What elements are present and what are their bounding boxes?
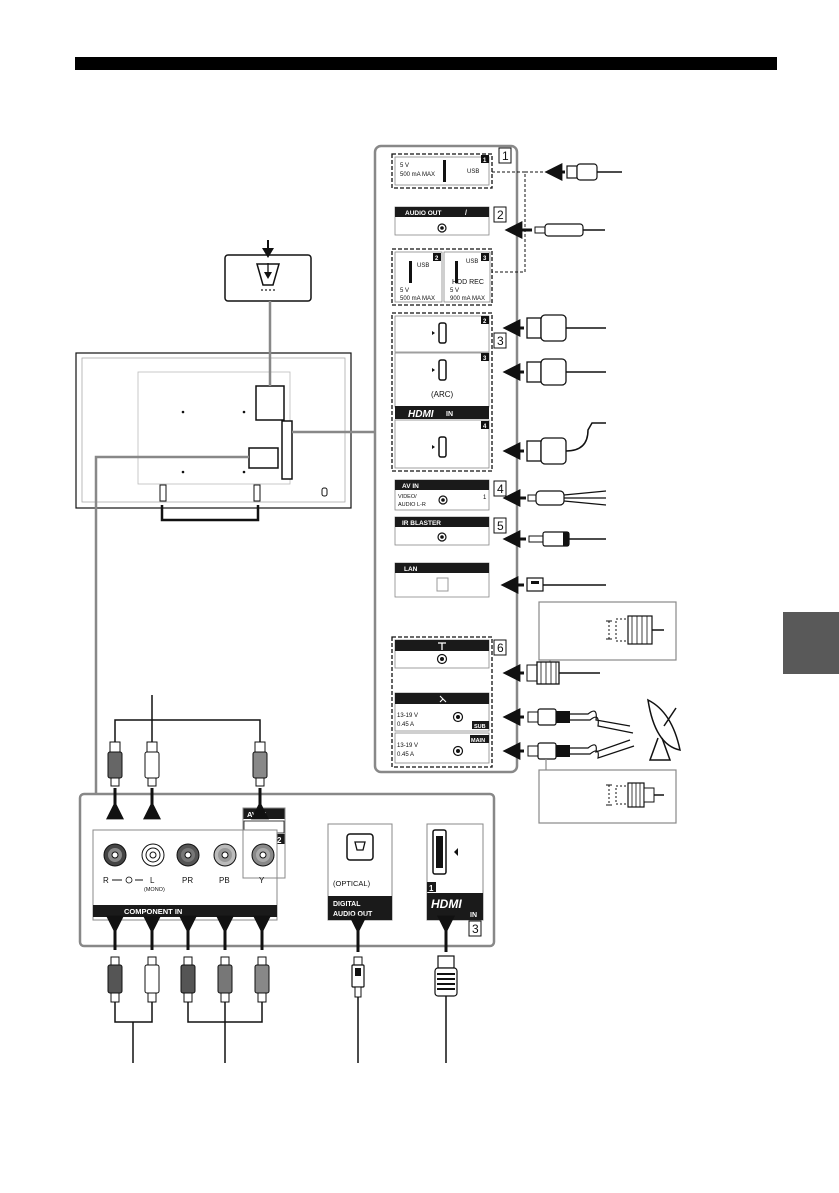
satellite-main-port[interactable]: MAIN 13-19 V 0.45 A: [395, 733, 489, 763]
sat-sub-spec1: 13-19 V: [397, 713, 418, 719]
av-in-1-port[interactable]: AV IN VIDEO/ AUDIO L-R 1: [395, 480, 489, 510]
hdmi-in-label: HDMI IN: [395, 406, 489, 420]
satellite-cable-sub: [506, 709, 633, 733]
sat-sub-tag: SUB: [474, 724, 486, 730]
header-bar: [75, 57, 777, 70]
tv-rear-view: [76, 353, 351, 520]
satellite-sub-port[interactable]: 13-19 V 0.45 A SUB: [395, 693, 489, 731]
lan-port[interactable]: LAN: [395, 563, 489, 597]
hdmi2-port[interactable]: 2: [395, 316, 489, 352]
hdmi3-arc: (ARC): [431, 390, 454, 399]
hdmi-cable-2: [506, 315, 606, 341]
usb3-spec1: 5 V: [450, 288, 459, 294]
component-jack-pb[interactable]: [214, 844, 236, 866]
optical-port[interactable]: (OPTICAL) DIGITAL AUDIO OUT: [328, 824, 392, 920]
component-label-r: R: [103, 876, 109, 885]
audio-out-port[interactable]: AUDIO OUT /: [395, 207, 489, 235]
component-cables: [108, 930, 269, 1063]
hdmi1-port[interactable]: 1 HDMI IN: [427, 824, 483, 920]
component-jack-r[interactable]: [104, 844, 126, 866]
rca-cable-av-in-2: [108, 695, 267, 805]
usb3-spec2: 900 mA MAX: [450, 296, 485, 302]
optical-cable: [352, 930, 364, 1063]
panel-number-1: 1: [502, 149, 509, 163]
bottom-panel-number: 3: [472, 922, 479, 936]
hdmi4-port[interactable]: 4: [395, 420, 489, 468]
sat-main-spec1: 13-19 V: [397, 743, 418, 749]
usb1-port[interactable]: 5 V 500 mA MAX USB 1: [392, 154, 492, 188]
f-connector-callout: [539, 770, 676, 823]
audio-cable: [508, 224, 605, 236]
sat-sub-spec2: 0.45 A: [397, 722, 414, 728]
antenna-cable: [506, 602, 676, 684]
ir-blaster-port[interactable]: IR BLASTER: [395, 517, 489, 545]
lan-label: LAN: [404, 566, 418, 573]
component-label-y: Y: [259, 876, 265, 885]
ir-cable: [506, 532, 606, 546]
audio-out-slash: /: [465, 210, 467, 217]
usb1-label: USB: [467, 169, 479, 175]
hdmi3-port[interactable]: (ARC) 3: [395, 353, 489, 407]
component-jack-l[interactable]: [142, 844, 164, 866]
component-label-l: L: [150, 876, 155, 885]
lan-cable: [504, 578, 606, 591]
hdmi1-num: 1: [429, 884, 434, 893]
usb1-spec1: 5 V: [400, 163, 409, 169]
av-in-1-sub2: AUDIO L-R: [398, 502, 426, 508]
usb2-label: USB: [417, 263, 429, 269]
ir-blaster-label: IR BLASTER: [402, 520, 441, 527]
usb2-spec2: 500 mA MAX: [400, 296, 435, 302]
av-in-1-label: AV IN: [402, 483, 419, 490]
av-in-1-sub: VIDEO/: [398, 494, 417, 500]
usb2-spec1: 5 V: [400, 288, 409, 294]
usb3-sub: HDD REC: [452, 279, 484, 286]
usb3-port[interactable]: USB HDD REC 5 V 900 mA MAX 3: [444, 252, 490, 302]
satellite-cable-main: [506, 740, 634, 770]
optical-label: (OPTICAL): [333, 879, 371, 888]
audio-out-label: AUDIO OUT: [405, 210, 442, 217]
component-label-pr: PR: [182, 876, 193, 885]
hdmi1-in: IN: [470, 912, 477, 919]
av-in-2-num: 2: [277, 836, 282, 845]
component-jack-pr[interactable]: [177, 844, 199, 866]
hdmi-brand: HDMI: [408, 409, 434, 420]
component-mono: (MONO): [144, 887, 165, 893]
satellite-dish-icon: [648, 700, 680, 760]
component-in-label: COMPONENT IN: [124, 907, 182, 916]
hdmi-cable-4: [506, 423, 606, 464]
panel-number-4: 4: [497, 482, 504, 496]
panel-number-6: 6: [497, 641, 504, 655]
hdmi1-brand: HDMI: [431, 897, 462, 911]
usb1-spec2: 500 mA MAX: [400, 172, 435, 178]
digital-label: DIGITAL: [333, 901, 361, 908]
hdmi-cable-3: [506, 359, 606, 385]
sat-main-tag: MAIN: [471, 738, 485, 744]
panel-number-5: 5: [497, 519, 504, 533]
panel-number-2: 2: [497, 208, 504, 222]
component-jack-y[interactable]: [252, 844, 274, 866]
digital-audio-out-label: AUDIO OUT: [333, 911, 373, 918]
hdmi-in: IN: [446, 411, 453, 418]
usb2-port[interactable]: USB 5 V 500 mA MAX 2: [395, 252, 442, 302]
usb3-label: USB: [466, 259, 478, 265]
panel-number-3: 3: [497, 334, 504, 348]
usb-cable: [548, 164, 622, 180]
av-in-2-label: AV IN: [247, 810, 266, 819]
hdmi-cable-1: [435, 930, 457, 1063]
sat-main-spec2: 0.45 A: [397, 752, 414, 758]
av-cable: [506, 491, 606, 505]
component-label-pb: PB: [219, 876, 230, 885]
antenna-port[interactable]: [395, 640, 489, 668]
